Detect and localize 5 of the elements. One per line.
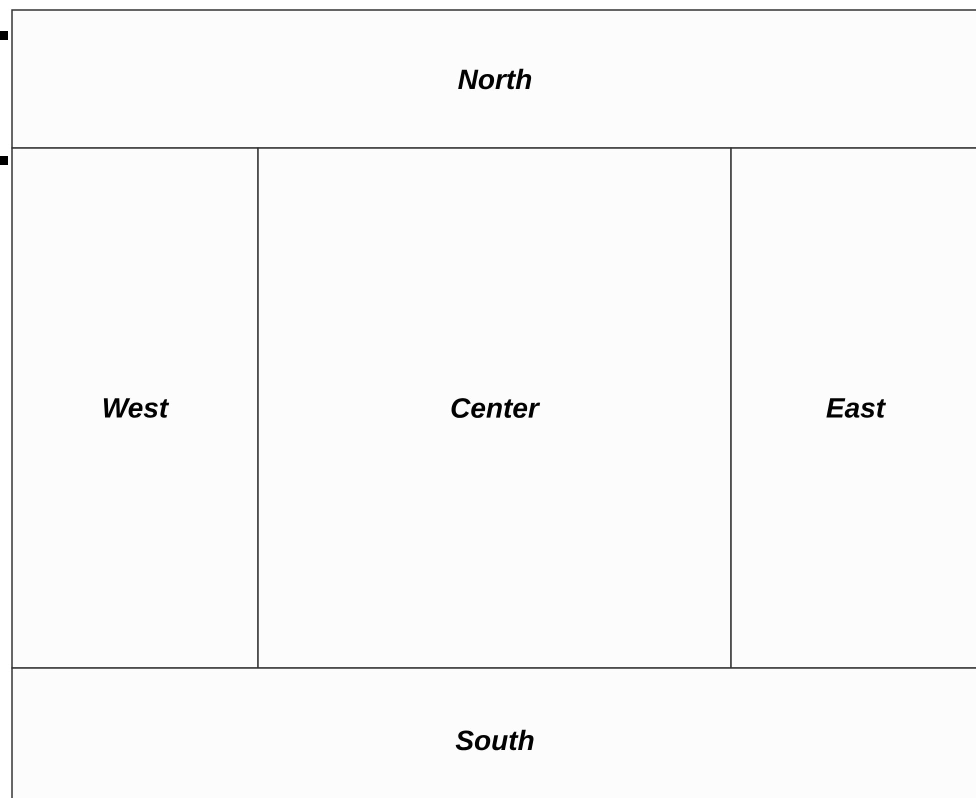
region-box: Center — [257, 147, 732, 669]
region-box: South — [11, 667, 976, 798]
region-box: North — [11, 9, 976, 149]
region-box: East — [730, 147, 976, 669]
region-box: West — [11, 147, 259, 669]
